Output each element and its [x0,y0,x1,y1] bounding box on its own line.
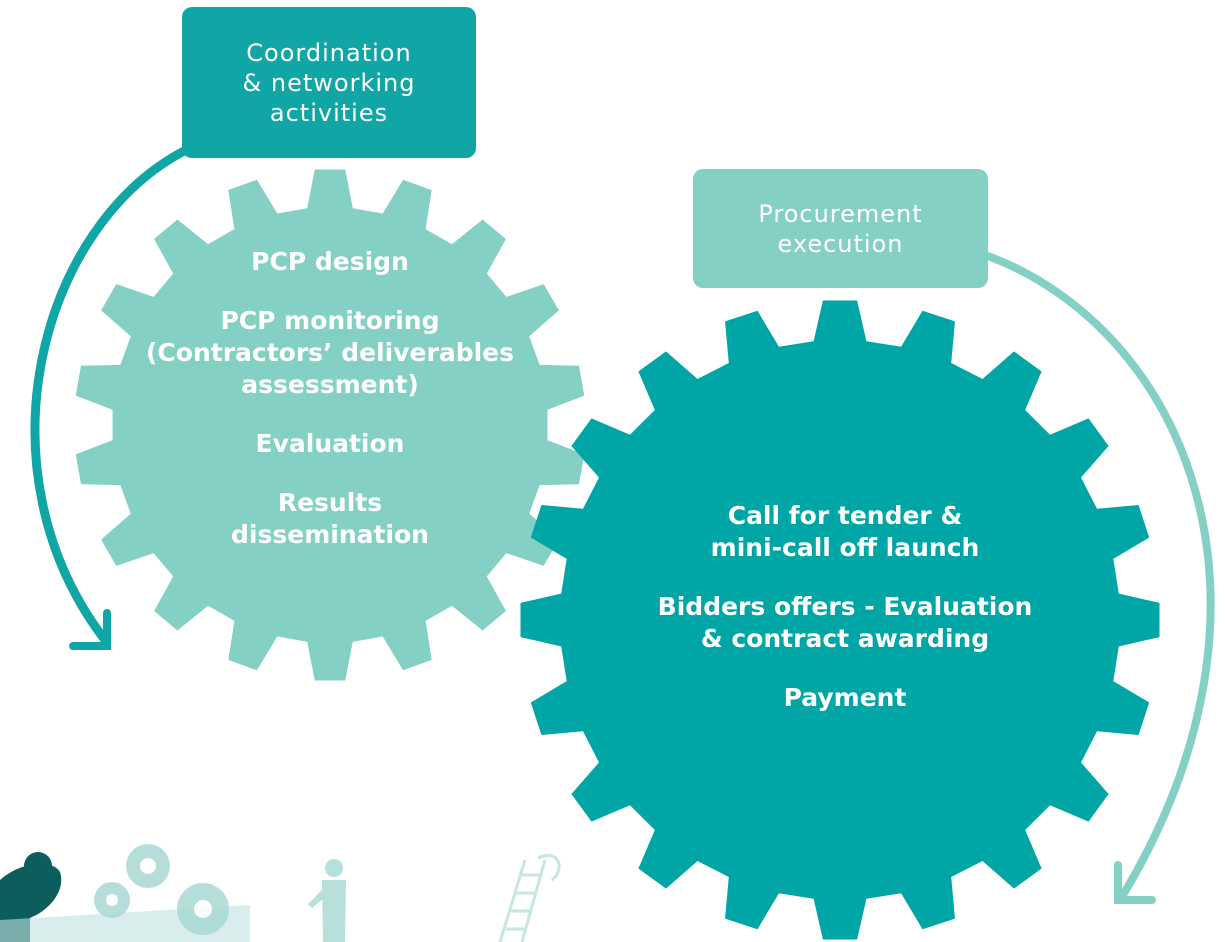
results-dissemination-label: Results dissemination [231,488,429,549]
person-silhouette-icon [308,859,346,942]
pcp-design-label: PCP design [251,247,409,276]
curved-arrow-left-icon [30,145,191,650]
ladder-silhouette-icon [498,854,561,942]
left-gear-label-group: PCP design PCP monitoring (Contractors’ … [95,246,565,551]
bidders-offers-label: Bidders offers - Evaluation & contract a… [657,592,1033,653]
coordination-networking-box: Coordination & networking activities [182,7,476,158]
evaluation-label: Evaluation [255,429,405,458]
procurement-execution-box: Procurement execution [693,169,988,288]
coordination-networking-label: Coordination & networking activities [242,38,416,127]
pcp-monitoring-label: PCP monitoring (Contractors’ deliverable… [146,306,514,399]
right-gear-shape [520,300,1160,940]
call-for-tender-label: Call for tender & mini-call off launch [710,501,980,562]
payment-label: Payment [783,683,907,712]
right-gear-label-group: Call for tender & mini-call off launch B… [600,500,1090,714]
curved-arrow-right-icon [984,252,1215,904]
left-gear-shape [75,169,585,681]
procurement-execution-label: Procurement execution [758,199,923,258]
gears-silhouette-icon [94,844,229,935]
